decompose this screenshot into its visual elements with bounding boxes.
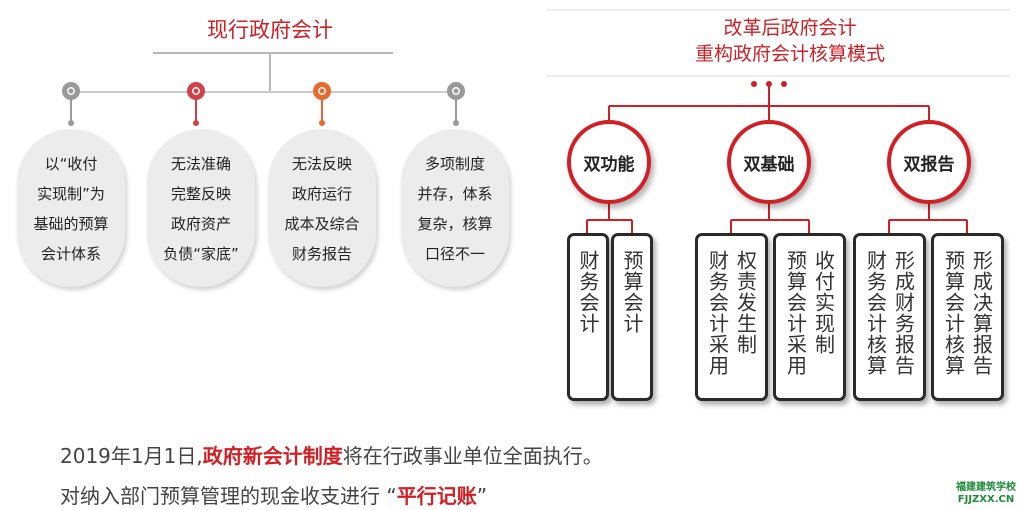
right-connector-lines [546, 9, 1010, 234]
bottom-line-1: 2019年1月1日,政府新会计制度将在行政事业单位全面执行。 [60, 440, 603, 469]
circle-dual-basis: 双基础 [727, 120, 811, 204]
bottom-line-2-suffix: ” [476, 484, 488, 508]
watermark-line-2: FJJZXX.CN [957, 494, 1015, 505]
dot-3 [781, 81, 787, 87]
bottom-line-1-prefix: 2019年1月1日, [60, 444, 203, 468]
box-3a-col-2: 财务会计核算 [863, 250, 888, 376]
right-title-line-2: 重构政府会计核算模式 [694, 43, 885, 65]
circle-dual-function: 双功能 [567, 120, 651, 204]
bottom-line-1-emphasis: 政府新会计制度 [202, 444, 343, 468]
box-2b-col-1: 收付实现制 [811, 250, 836, 355]
pin-icon-4 [447, 82, 465, 126]
bubble-3-line-2: 政府运行 [291, 185, 352, 203]
right-title-line-1: 改革后政府会计 [723, 17, 857, 39]
bubble-4-line-1: 多项制度 [424, 155, 485, 173]
bottom-line-2-prefix: 对纳入部门预算管理的现金收支进行 “ [60, 484, 397, 508]
bubble-4-line-2: 并存，体系 [417, 185, 493, 203]
dot-1 [751, 81, 757, 87]
bubble-3-text: 无法反映 政府运行 成本及综合 财务报告 [268, 149, 376, 269]
circle-dual-report: 双报告 [887, 120, 971, 204]
pin-icon-3 [313, 82, 331, 126]
bubble-3-line-1: 无法反映 [291, 155, 352, 173]
box-budget-accounting: 预算会计 [611, 233, 653, 401]
box-2a-col-1: 权责发生制 [733, 250, 758, 355]
bottom-line-2: 对纳入部门预算管理的现金收支进行 “平行记账” [60, 480, 487, 509]
box-3b-col-2: 预算会计核算 [941, 250, 966, 376]
left-title: 现行政府会计 [207, 18, 333, 42]
bubble-3-line-4: 财务报告 [291, 245, 352, 263]
bubble-4: 多项制度 并存，体系 复杂，核算 口径不一 [401, 129, 509, 287]
bubble-4-text: 多项制度 并存，体系 复杂，核算 口径不一 [401, 149, 509, 269]
bubble-2-text: 无法准确 完整反映 政府资产 负债“家底” [147, 149, 255, 269]
pin-icon-1 [62, 82, 80, 126]
bubble-2-line-3: 政府资产 [170, 215, 231, 233]
bubble-3-line-3: 成本及综合 [284, 215, 360, 233]
box-1a-col-1: 财务会计 [576, 250, 600, 334]
bubble-1-line-4: 会计体系 [40, 245, 101, 263]
bubble-2: 无法准确 完整反映 政府资产 负债“家底” [147, 129, 255, 287]
bubble-2-line-4: 负债“家底” [163, 245, 239, 263]
box-2b-col-2: 预算会计采用 [783, 250, 808, 376]
bubble-2-line-2: 完整反映 [170, 185, 231, 203]
left-connector-lines [70, 52, 457, 93]
box-3a-col-1: 形成财务报告 [891, 250, 916, 376]
bubble-1: 以“收付 实现制”为 基础的预算 会计体系 [17, 129, 125, 287]
bottom-line-1-suffix: 将在行政事业单位全面执行。 [342, 444, 603, 468]
watermark-line-1: 福建建筑学校 [956, 482, 1016, 493]
bubble-1-line-1: 以“收付 [44, 155, 98, 173]
bubble-4-line-3: 复杂，核算 [417, 215, 493, 233]
box-2a-col-2: 财务会计采用 [705, 250, 730, 376]
bubble-2-line-1: 无法准确 [170, 155, 231, 173]
box-financial-report: 形成财务报告 财务会计核算 [853, 233, 926, 401]
bubble-3: 无法反映 政府运行 成本及综合 财务报告 [268, 129, 376, 287]
bubble-1-text: 以“收付 实现制”为 基础的预算 会计体系 [17, 149, 125, 269]
bubble-1-line-3: 基础的预算 [33, 215, 109, 233]
pin-icon-2 [187, 82, 205, 126]
watermark-logo: 福建建筑学校 FJJZXX.CN [946, 482, 1026, 506]
box-financial-accounting: 财务会计 [567, 233, 609, 401]
box-1b-col-1: 预算会计 [620, 250, 644, 334]
box-accrual-basis: 权责发生制 财务会计采用 [695, 233, 768, 401]
box-3b-col-1: 形成决算报告 [969, 250, 994, 376]
bubble-4-line-4: 口径不一 [424, 245, 485, 263]
bottom-line-2-emphasis: 平行记账 [396, 484, 477, 508]
box-final-accounts-report: 形成决算报告 预算会计核算 [931, 233, 1004, 401]
bubble-1-line-2: 实现制”为 [37, 185, 105, 203]
box-cash-basis: 收付实现制 预算会计采用 [773, 233, 846, 401]
